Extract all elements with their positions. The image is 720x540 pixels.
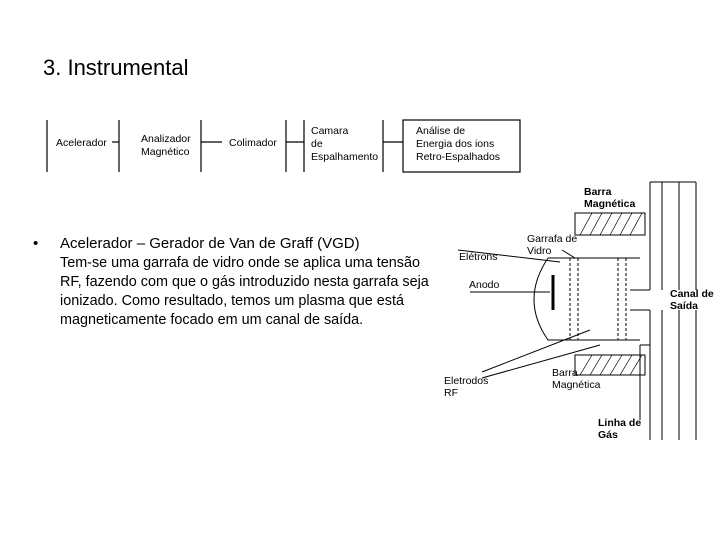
magnetic-bar-top-hatch	[579, 212, 643, 236]
chain-box-acelerador: Acelerador	[56, 137, 107, 149]
label-barra-magnetica-top: Barra Magnética	[584, 186, 636, 210]
bullet-marker: •	[33, 235, 39, 252]
label-barra-magnetica-bottom: Barra Magnética	[552, 367, 601, 391]
chain-box-camara: Camara de Espalhamento	[311, 125, 379, 163]
label-eletrons: Elétrons	[459, 251, 498, 263]
leader-electrons	[457, 249, 561, 263]
bullet-heading: Acelerador	[60, 235, 133, 252]
bullet-heading-rest: – Gerador de Van de Graff (VGD)	[132, 235, 360, 252]
chain-box-analise-label: Análise de Energia dos ions Retro-Espalh…	[416, 125, 501, 163]
label-eletrodos-rf: Eletrodos RF	[444, 375, 489, 399]
label-linha-de-gas: Linha de Gás	[598, 417, 642, 441]
label-anodo: Anodo	[469, 279, 500, 291]
label-garrafa-de-vidro: Garrafa de Vidro	[527, 233, 578, 257]
bullet-text: Tem-se uma garrafa de vidro onde se apli…	[60, 255, 429, 328]
magnetic-bar-bottom-hatch	[579, 354, 643, 376]
label-canal-de-saida: Canal de Saída	[670, 288, 714, 312]
rf-lead	[481, 329, 591, 373]
leader-glass	[561, 249, 576, 259]
rf-lead	[481, 344, 601, 379]
chain-box-analizador: Analizador Magnético	[141, 133, 191, 158]
chain-box-colimador: Colimador	[229, 137, 277, 149]
bullet-paragraph: Acelerador – Gerador de Van de Graff (VG…	[60, 234, 435, 330]
slide-title: 3. Instrumental	[43, 55, 189, 80]
glass-bottle	[533, 257, 640, 341]
